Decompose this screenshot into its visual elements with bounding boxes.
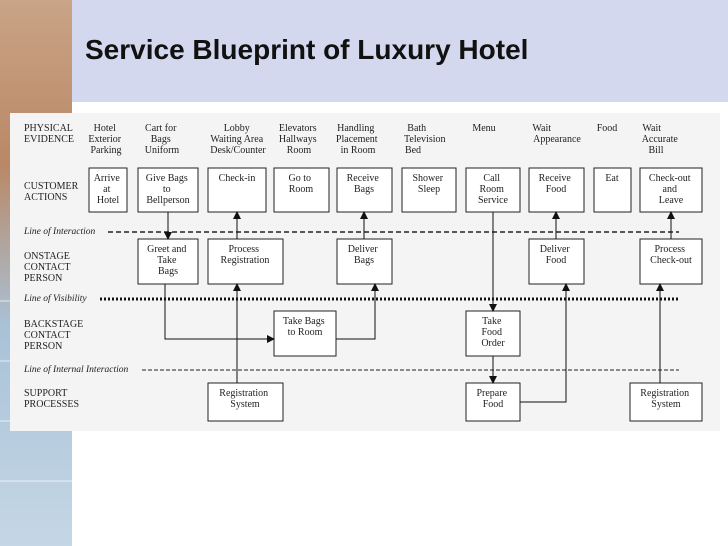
customer-action-give-bags: Give Bags to Bellperson	[137, 167, 199, 213]
customer-action-check-out: Check-out and Leave	[639, 167, 703, 213]
onstage-greet-and-take-bags: Greet and Take Bags	[137, 238, 199, 285]
bottom-band	[72, 432, 728, 546]
evidence-food: Food	[597, 123, 618, 134]
arrow-greet-to-take-bags-to-room	[164, 284, 275, 343]
svg-text:Call Room Serv: Call Room Service	[478, 173, 509, 206]
line-of-interaction-label: Line of Interaction	[23, 226, 95, 237]
service-blueprint-diagram: PHYSICAL EVIDENCE CUSTOMER ACTIONS ONSTA…	[10, 113, 720, 431]
row-label-customer-actions: CUSTOMER ACTIONS	[24, 181, 81, 203]
onstage-deliver-food: Deliver Food	[528, 238, 585, 285]
backstage-take-bags-to-room: Take Bags to Room	[273, 310, 337, 357]
customer-action-receive-bags: Receive Bags	[336, 167, 393, 213]
svg-text:Eat: Eat	[605, 173, 619, 184]
customer-action-arrive: Arrive at Hotel	[88, 167, 128, 213]
evidence-elevators: Elevators Hallways Room	[279, 123, 319, 156]
svg-text:Check-out and: Check-out and Leave	[649, 173, 693, 206]
line-of-internal-interaction-label: Line of Internal Interaction	[23, 364, 128, 375]
evidence-hotel-exterior: Hotel Exterior Parking	[88, 123, 123, 156]
onstage-process-check-out: Process Check-out	[639, 238, 703, 285]
svg-text:Deliver Bags: Deliver Bags	[348, 244, 381, 266]
svg-text:Prepare Food: Prepare Food	[476, 388, 509, 410]
evidence-wait-bill: Wait Accurate Bill	[642, 123, 681, 156]
support-registration-system-2: Registration System	[629, 382, 703, 422]
customer-action-eat: Eat	[593, 167, 632, 213]
svg-text:Give Bags to B: Give Bags to Bellperson	[146, 173, 190, 206]
blueprint-canvas: PHYSICAL EVIDENCE CUSTOMER ACTIONS ONSTA…	[23, 123, 703, 422]
title-band	[72, 0, 728, 102]
support-registration-system-1: Registration System	[207, 382, 284, 422]
onstage-deliver-bags: Deliver Bags	[336, 238, 393, 285]
svg-text:Check-in: Check-in	[219, 173, 256, 184]
svg-text:Process Registration: Process Registration	[221, 244, 270, 266]
row-label-backstage: BACKSTAGE CONTACT PERSON	[24, 319, 86, 352]
svg-text:Greet and Take: Greet and Take Bags	[147, 244, 189, 277]
row-label-support: SUPPORT PROCESSES	[24, 388, 79, 410]
line-of-visibility-label: Line of Visibility	[23, 293, 87, 304]
customer-action-shower-sleep: Shower Sleep	[401, 167, 457, 213]
svg-text:Process Check-out: Process Check-out	[650, 244, 692, 266]
svg-text:Go to Room: Go to Room	[289, 173, 314, 195]
onstage-process-registration: Process Registration	[207, 238, 284, 285]
svg-text:Receive Bags: Receive Bags	[347, 173, 382, 195]
svg-text:Receive Food: Receive Food	[539, 173, 574, 195]
evidence-lobby: Lobby Waiting Area Desk/Counter	[210, 123, 266, 156]
slide-title: Service Blueprint of Luxury Hotel	[85, 34, 529, 65]
customer-action-check-in: Check-in	[207, 167, 267, 213]
evidence-cart-for-bags: Cart for Bags Uniform	[145, 123, 180, 156]
customer-action-receive-food: Receive Food	[528, 167, 585, 213]
evidence-bath: Bath Television Bed	[404, 123, 448, 156]
svg-text:Shower Sleep: Shower Sleep	[412, 173, 445, 195]
svg-text:Deliver Food: Deliver Food	[540, 244, 573, 266]
support-prepare-food: Prepare Food	[465, 382, 521, 422]
svg-text:Registration System: Registration System	[640, 388, 691, 410]
svg-text:Arrive at Hote: Arrive at Hotel	[94, 173, 123, 206]
svg-text:Registration System: Registration System	[219, 388, 270, 410]
arrow-take-bags-to-deliver-bags	[336, 283, 379, 340]
backstage-take-food-order: Take Food Order	[465, 310, 521, 357]
customer-action-call-room-service: Call Room Service	[465, 167, 521, 213]
svg-text:Take Food Orde: Take Food Order	[481, 316, 505, 349]
arrow-prepare-to-deliver-food	[520, 283, 570, 403]
row-label-physical-evidence: PHYSICAL EVIDENCE	[24, 123, 75, 145]
customer-action-go-to-room: Go to Room	[273, 167, 330, 213]
evidence-handling: Handling Placement in Room	[336, 123, 380, 156]
svg-text:Take Bags to Room: Take Bags to Room	[283, 316, 327, 338]
row-label-onstage: ONSTAGE CONTACT PERSON	[24, 251, 73, 284]
evidence-menu: Menu	[472, 123, 495, 134]
evidence-wait-appearance: Wait Appearance	[532, 123, 581, 145]
